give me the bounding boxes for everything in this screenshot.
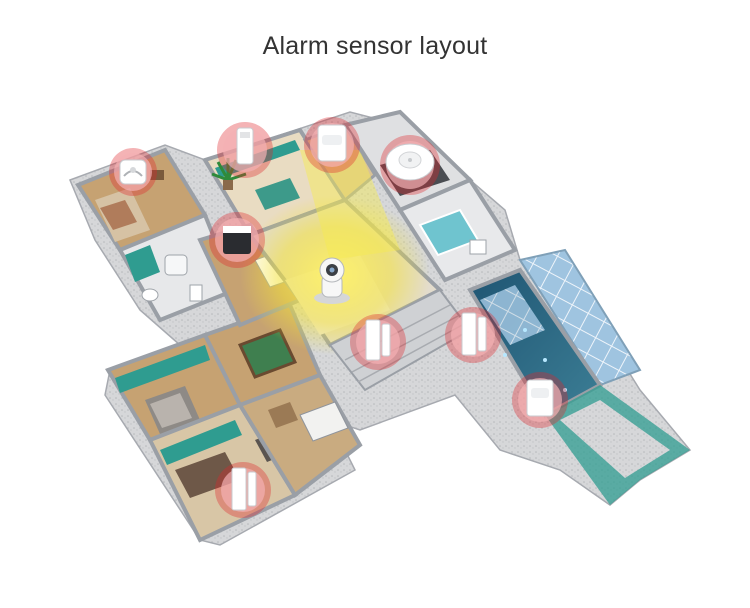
- sensor-door-living: [217, 122, 273, 178]
- sensor-pir-upper: [304, 117, 360, 173]
- lower-left-bedroom: [105, 332, 243, 443]
- sensor-siren-hall: [209, 212, 265, 268]
- sensor-pir-bedroom: [109, 148, 157, 196]
- sensor-pir-pool: [512, 372, 568, 428]
- piano-room: [237, 372, 363, 498]
- potted-plant-icon: [211, 158, 247, 190]
- pool-terrace: [545, 385, 690, 505]
- sensor-door-pool: [445, 307, 501, 363]
- bathroom-right: [397, 177, 518, 283]
- sensor-door-lounge: [215, 462, 271, 518]
- page-title: Alarm sensor layout: [262, 32, 488, 60]
- bedroom-upper-left: [75, 147, 208, 253]
- sensor-smoke-kitchen: [380, 135, 440, 195]
- sensor-door-center: [350, 314, 406, 370]
- ip-camera-icon: [314, 257, 350, 304]
